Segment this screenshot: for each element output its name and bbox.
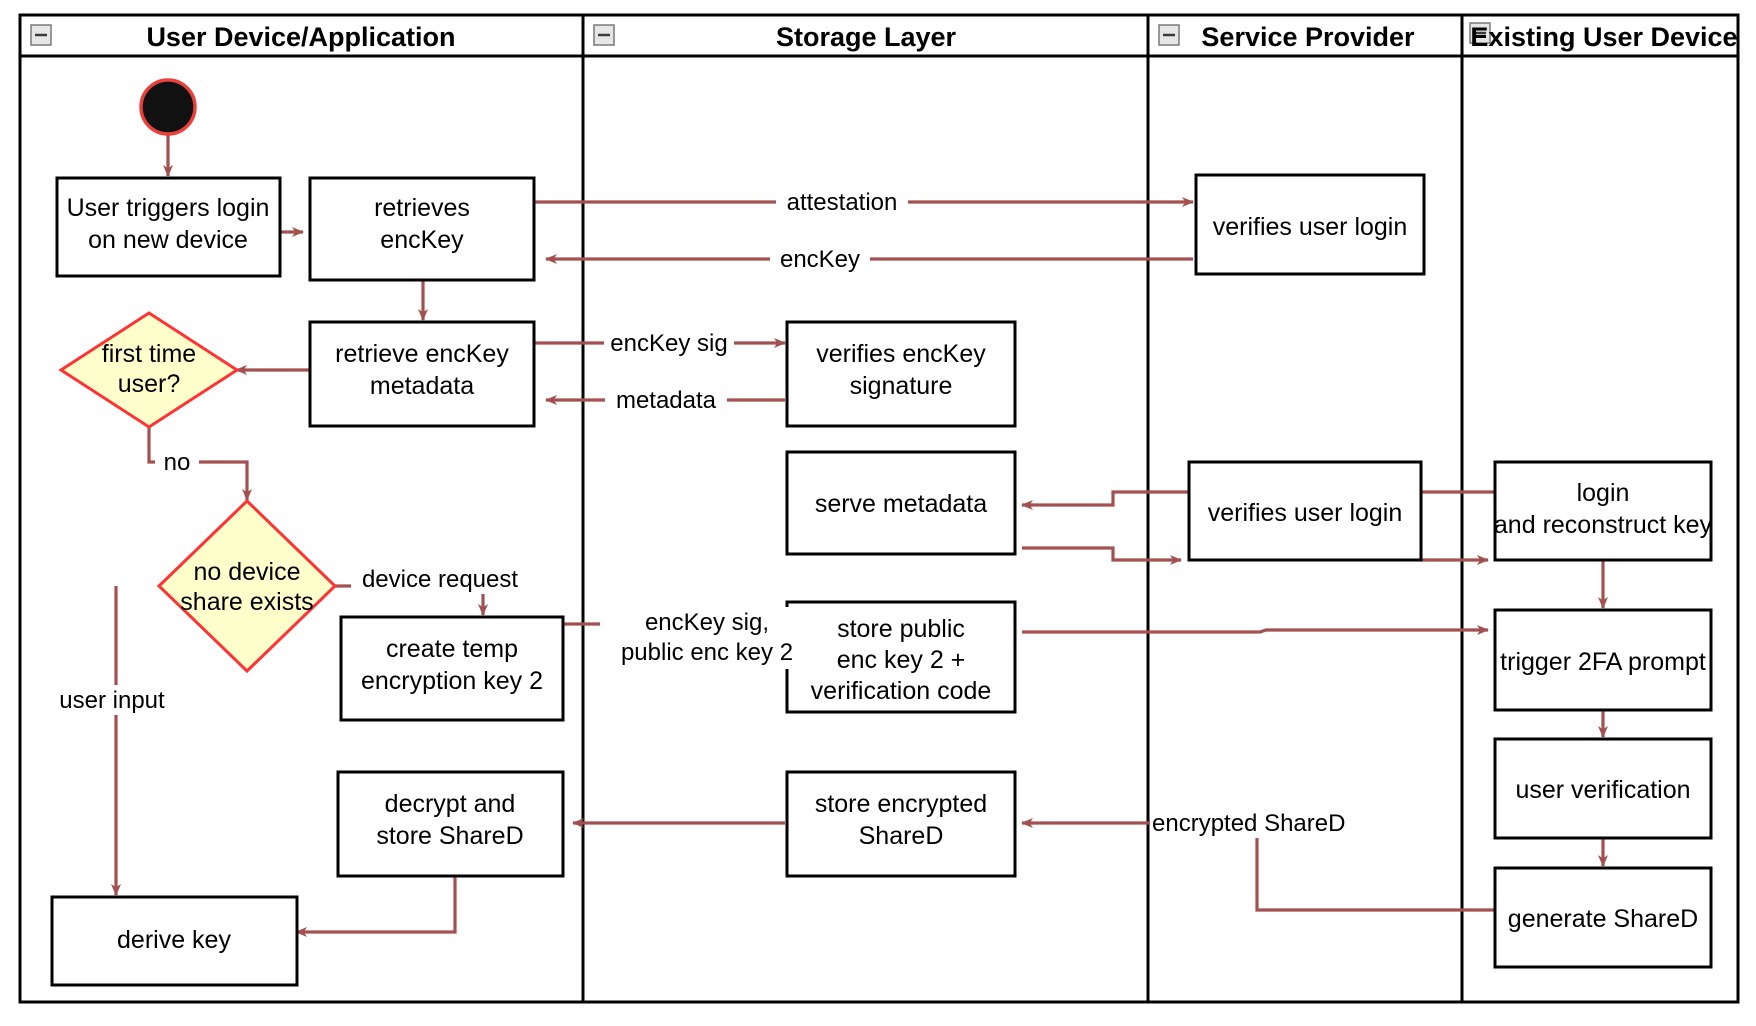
edge-trigger-2fa bbox=[1022, 625, 1489, 635]
decision-label-line1: no device bbox=[193, 558, 300, 586]
label-bg bbox=[52, 685, 173, 715]
lane-title-service-provider: Service Provider bbox=[1201, 22, 1415, 52]
node-label-line2: enc key 2 + bbox=[837, 646, 966, 674]
node-label-line2: encKey bbox=[380, 226, 464, 254]
node-verifies-user-login-2[interactable]: verifies user login bbox=[1187, 460, 1423, 562]
node-label-line2: and reconstruct key bbox=[1494, 511, 1713, 539]
node-verifies-user-login-1[interactable]: verifies user login bbox=[1194, 173, 1426, 276]
edge-serve-metadata-in bbox=[1021, 490, 1189, 510]
label-bg bbox=[351, 564, 528, 594]
edge-serve-metadata-out bbox=[1022, 546, 1182, 565]
node-label-line1: verifies encKey bbox=[816, 340, 986, 368]
node-label-line1: user verification bbox=[1515, 776, 1690, 804]
label-bg bbox=[605, 385, 727, 415]
lane-header-existing-user-device[interactable]: Existing User Device bbox=[1469, 22, 1738, 52]
node-label-line1: create temp bbox=[386, 635, 518, 663]
label-bg bbox=[1150, 808, 1348, 838]
decision-label-line1: first time bbox=[102, 340, 196, 368]
edge-label-no: no bbox=[164, 449, 191, 476]
node-label-line1: verifies user login bbox=[1208, 499, 1403, 527]
node-label-line2: on new device bbox=[88, 226, 248, 254]
node-label-line1: store encrypted bbox=[815, 790, 987, 818]
node-label-line1: login bbox=[1577, 479, 1630, 507]
label-bg bbox=[155, 447, 199, 477]
initial-node bbox=[139, 78, 197, 136]
node-label-line1: verifies user login bbox=[1213, 213, 1408, 241]
node-label-line1: serve metadata bbox=[815, 490, 987, 518]
node-login-and-reconstruct-key[interactable]: login and reconstruct key bbox=[1493, 460, 1713, 562]
label-bg bbox=[600, 607, 815, 669]
node-store-encrypted-shared[interactable]: store encrypted ShareD bbox=[785, 770, 1017, 878]
node-label-line2: encryption key 2 bbox=[361, 667, 543, 695]
node-create-temp-encryption-key[interactable]: create temp encryption key 2 bbox=[339, 615, 565, 722]
node-verifies-enckey-signature[interactable]: verifies encKey signature bbox=[785, 320, 1017, 428]
node-label-line1: generate ShareD bbox=[1508, 905, 1698, 933]
node-generate-shared[interactable]: generate ShareD bbox=[1493, 866, 1713, 969]
edge-label-enckey-sig-pub-2: public enc key 2 bbox=[621, 639, 793, 666]
label-bg bbox=[776, 187, 908, 217]
node-serve-metadata[interactable]: serve metadata bbox=[785, 450, 1017, 556]
lane-header-storage-layer[interactable]: Storage Layer bbox=[593, 22, 957, 52]
node-label-line1: decrypt and bbox=[385, 790, 516, 818]
node-trigger-2fa-prompt[interactable]: trigger 2FA prompt bbox=[1493, 608, 1713, 712]
node-label-line2: signature bbox=[850, 372, 953, 400]
node-derive-key[interactable]: derive key bbox=[50, 895, 299, 987]
decision-first-time-user[interactable]: first time user? bbox=[58, 311, 240, 429]
edge-label-enckey-sig: encKey sig bbox=[610, 330, 727, 357]
node-decrypt-and-store-shared[interactable]: decrypt and store ShareD bbox=[336, 770, 565, 878]
edge-encrypted-shared bbox=[1021, 818, 1495, 912]
lane-title-existing-user-device: Existing User Device bbox=[1470, 22, 1737, 52]
edge-decrypt-to-derive bbox=[295, 876, 457, 937]
edge-label-attestation: attestation bbox=[787, 189, 898, 216]
node-label-line1: derive key bbox=[117, 926, 231, 954]
edge-label-user-input: user input bbox=[59, 687, 165, 714]
node-label-line2: ShareD bbox=[859, 822, 944, 850]
node-user-triggers-login[interactable]: User triggers login on new device bbox=[55, 176, 282, 278]
lane-header-service-provider[interactable]: Service Provider bbox=[1158, 22, 1415, 52]
edge-label-encrypted-shared: encrypted ShareD bbox=[1152, 810, 1345, 837]
node-label-line1: User triggers login bbox=[67, 194, 270, 222]
node-retrieves-enckey[interactable]: retrieves encKey bbox=[308, 176, 536, 282]
edge-label-metadata: metadata bbox=[616, 387, 717, 414]
node-label-line1: retrieve encKey bbox=[335, 340, 509, 368]
node-label-line2: metadata bbox=[370, 372, 474, 400]
node-label-line1: trigger 2FA prompt bbox=[1500, 648, 1706, 676]
label-bg bbox=[604, 328, 734, 358]
label-bg bbox=[770, 244, 870, 274]
lane-header-user-device[interactable]: User Device/Application bbox=[30, 22, 456, 52]
edge-label-enckey-sig-pub-1: encKey sig, bbox=[645, 609, 769, 636]
node-label-line1: store public bbox=[837, 615, 965, 643]
node-label-line3: verification code bbox=[811, 677, 992, 705]
lane-title-user-device: User Device/Application bbox=[146, 22, 455, 52]
node-label-line1: retrieves bbox=[374, 194, 470, 222]
diagram-frame bbox=[18, 13, 1740, 1004]
decision-label-line2: user? bbox=[118, 370, 181, 398]
node-store-public-enc-key-2[interactable]: store public enc key 2 + verification co… bbox=[785, 600, 1017, 714]
decision-no-device-share-exists[interactable]: no device share exists bbox=[156, 498, 338, 674]
edge-label-device-request: device request bbox=[362, 566, 518, 593]
decision-label-line2: share exists bbox=[180, 588, 313, 616]
node-retrieve-enckey-metadata[interactable]: retrieve encKey metadata bbox=[308, 320, 536, 428]
edge-label-enckey: encKey bbox=[780, 246, 860, 273]
node-user-verification[interactable]: user verification bbox=[1493, 737, 1713, 840]
lane-title-storage-layer: Storage Layer bbox=[776, 22, 957, 52]
node-label-line2: store ShareD bbox=[376, 822, 523, 850]
